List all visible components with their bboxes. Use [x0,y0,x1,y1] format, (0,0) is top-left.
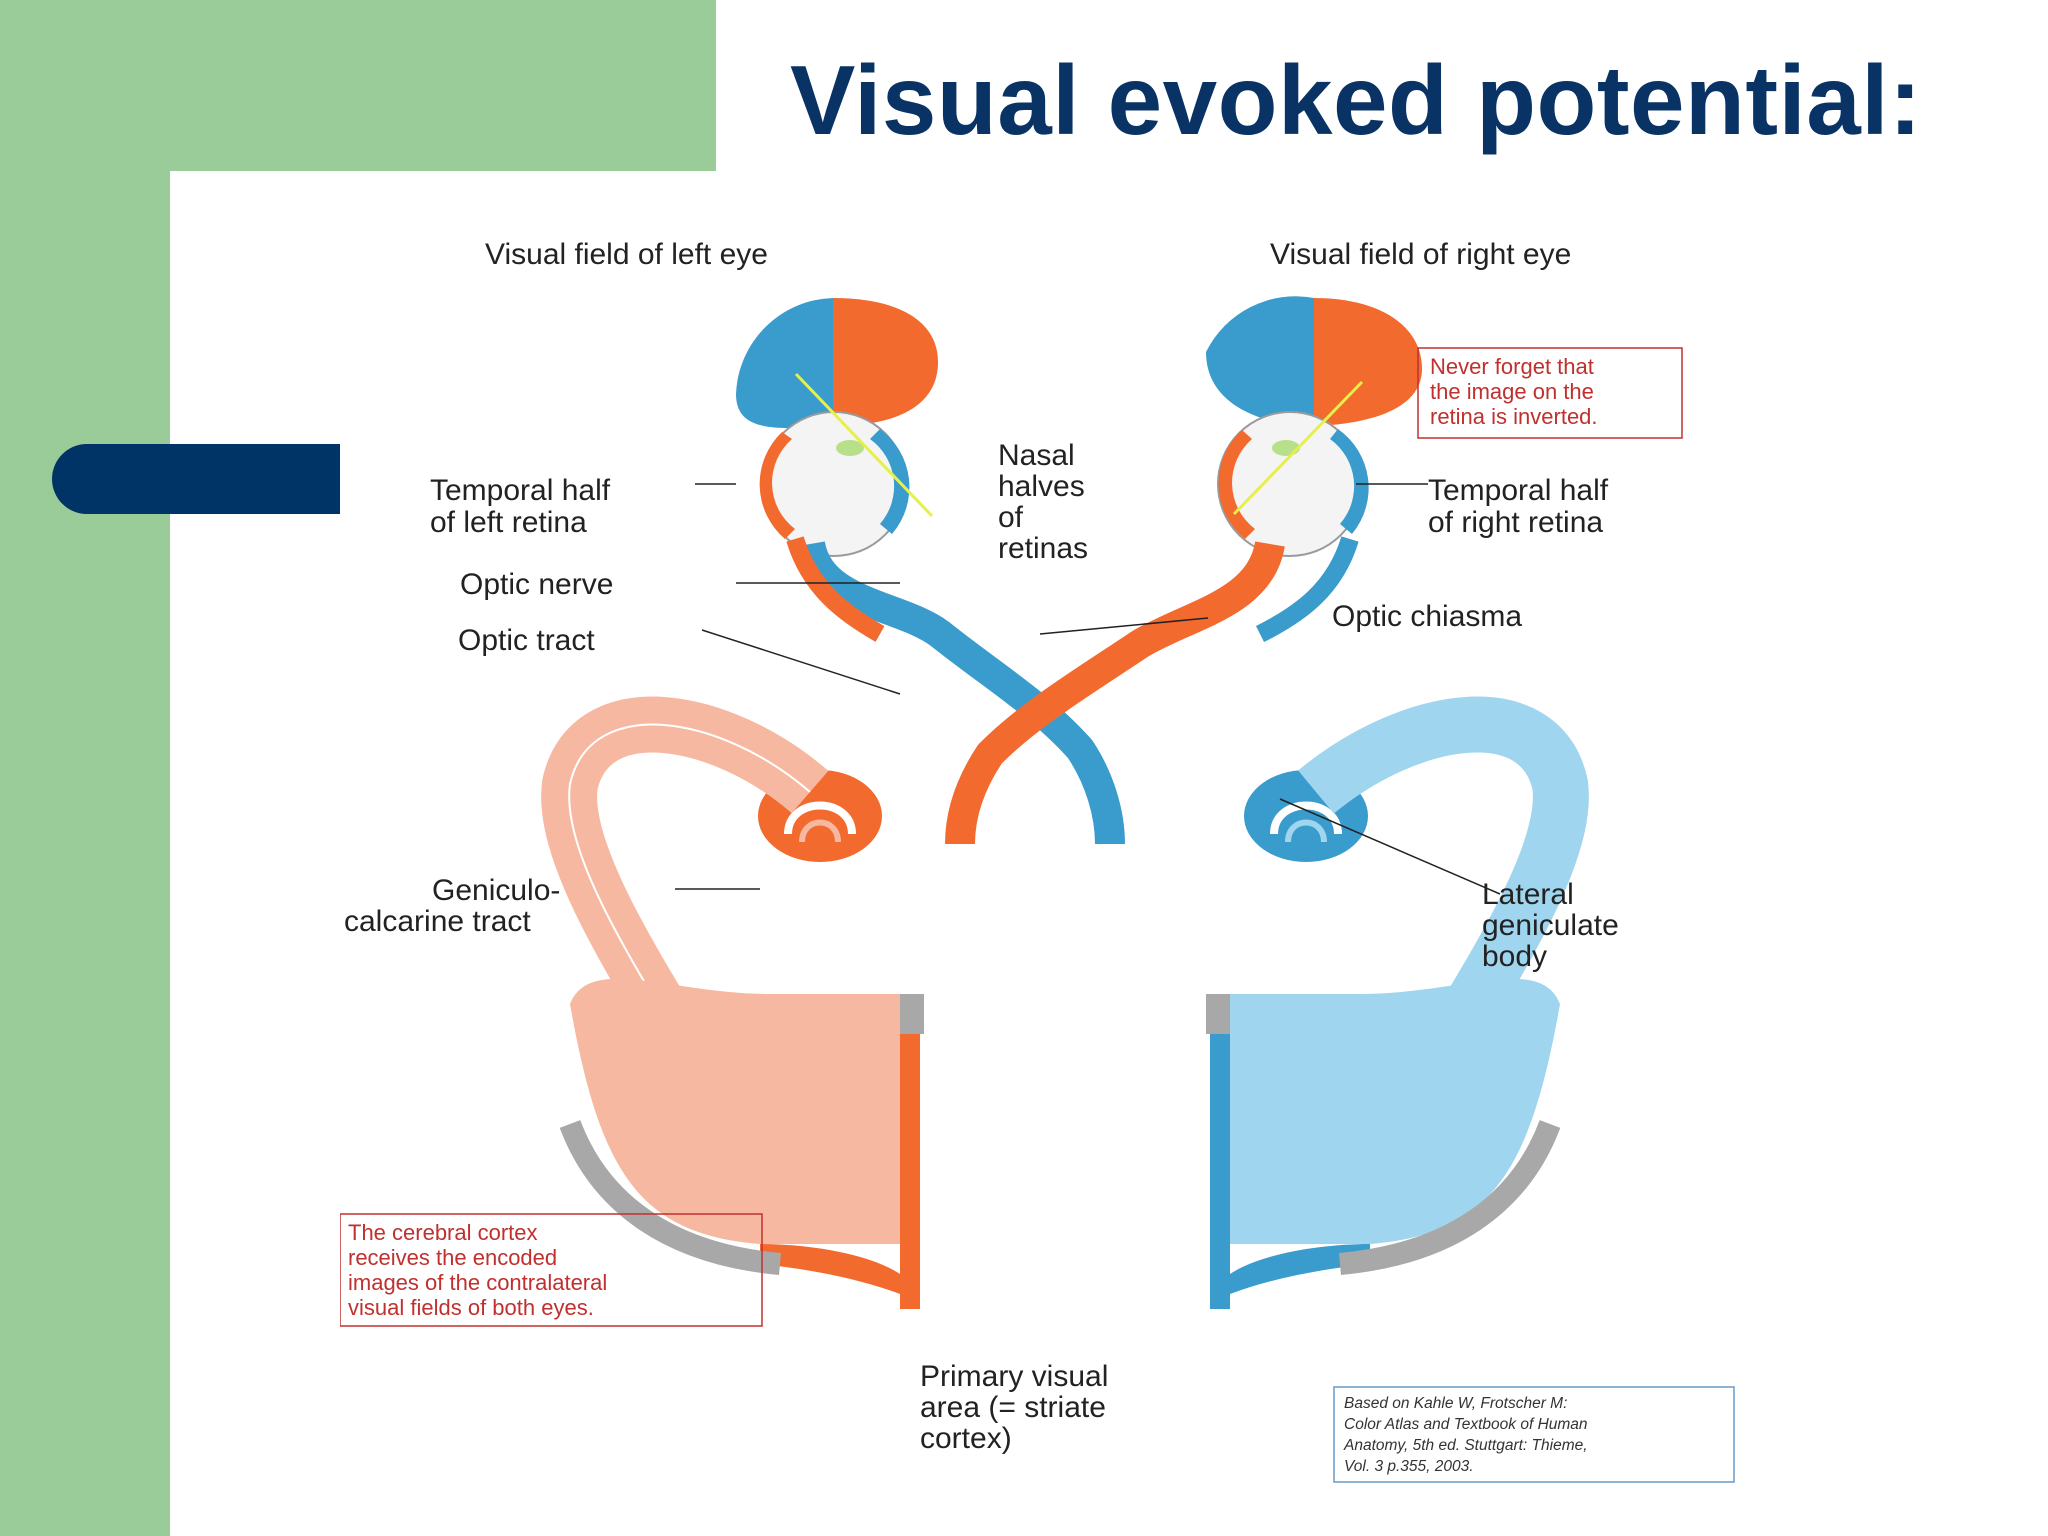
label-optic-tract: Optic tract [458,624,595,657]
label-primary-visual-3: cortex) [920,1422,1012,1455]
green-top-band [0,0,716,171]
label-nasal-1: Nasal [998,439,1075,472]
visual-pathway-diagram: Visual field of left eye Visual field of… [340,194,1760,1484]
note-inverted-2: the image on the [1430,379,1594,404]
slide-title: Visual evoked potential: [790,44,1922,157]
label-temporal-right-1: Temporal half [1428,474,1609,507]
navy-accent-bar [52,444,342,514]
label-lateral-geniculate-1: Lateral [1482,878,1574,911]
note-cortex-1: The cerebral cortex [348,1220,538,1245]
label-optic-nerve: Optic nerve [460,568,613,601]
label-geniculocalcarine-2: calcarine tract [344,905,531,938]
label-nasal-2: halves [998,470,1085,503]
label-lateral-geniculate-3: body [1482,940,1547,973]
citation-4: Vol. 3 p.355, 2003. [1344,1458,1474,1475]
label-visual-field-right: Visual field of right eye [1270,238,1571,271]
green-sidebar [0,0,170,1536]
label-primary-visual-2: area (= striate [920,1391,1106,1424]
label-lateral-geniculate-2: geniculate [1482,909,1619,942]
label-primary-visual-1: Primary visual [920,1360,1108,1393]
note-inverted-1: Never forget that [1430,354,1594,379]
note-cortex-4: visual fields of both eyes. [348,1295,594,1320]
citation-2: Color Atlas and Textbook of Human [1344,1416,1588,1433]
label-nasal-4: retinas [998,532,1088,565]
label-visual-field-left: Visual field of left eye [485,238,768,271]
label-temporal-right-2: of right retina [1428,506,1603,539]
visual-pathway-figure: Visual field of left eye Visual field of… [340,194,1760,1484]
right-visual-field [1206,296,1422,426]
note-cortex-3: images of the contralateral [348,1270,607,1295]
note-cortex-2: receives the encoded [348,1245,557,1270]
label-optic-chiasma: Optic chiasma [1332,600,1522,633]
label-temporal-left-2: of left retina [430,506,587,539]
label-nasal-3: of [998,501,1024,534]
note-inverted-3: retina is inverted. [1430,404,1598,429]
citation-1: Based on Kahle W, Frotscher M: [1344,1395,1567,1412]
label-geniculocalcarine-1: Geniculo- [432,874,560,907]
label-temporal-left-1: Temporal half [430,474,611,507]
citation-3: Anatomy, 5th ed. Stuttgart: Thieme, [1343,1437,1588,1454]
